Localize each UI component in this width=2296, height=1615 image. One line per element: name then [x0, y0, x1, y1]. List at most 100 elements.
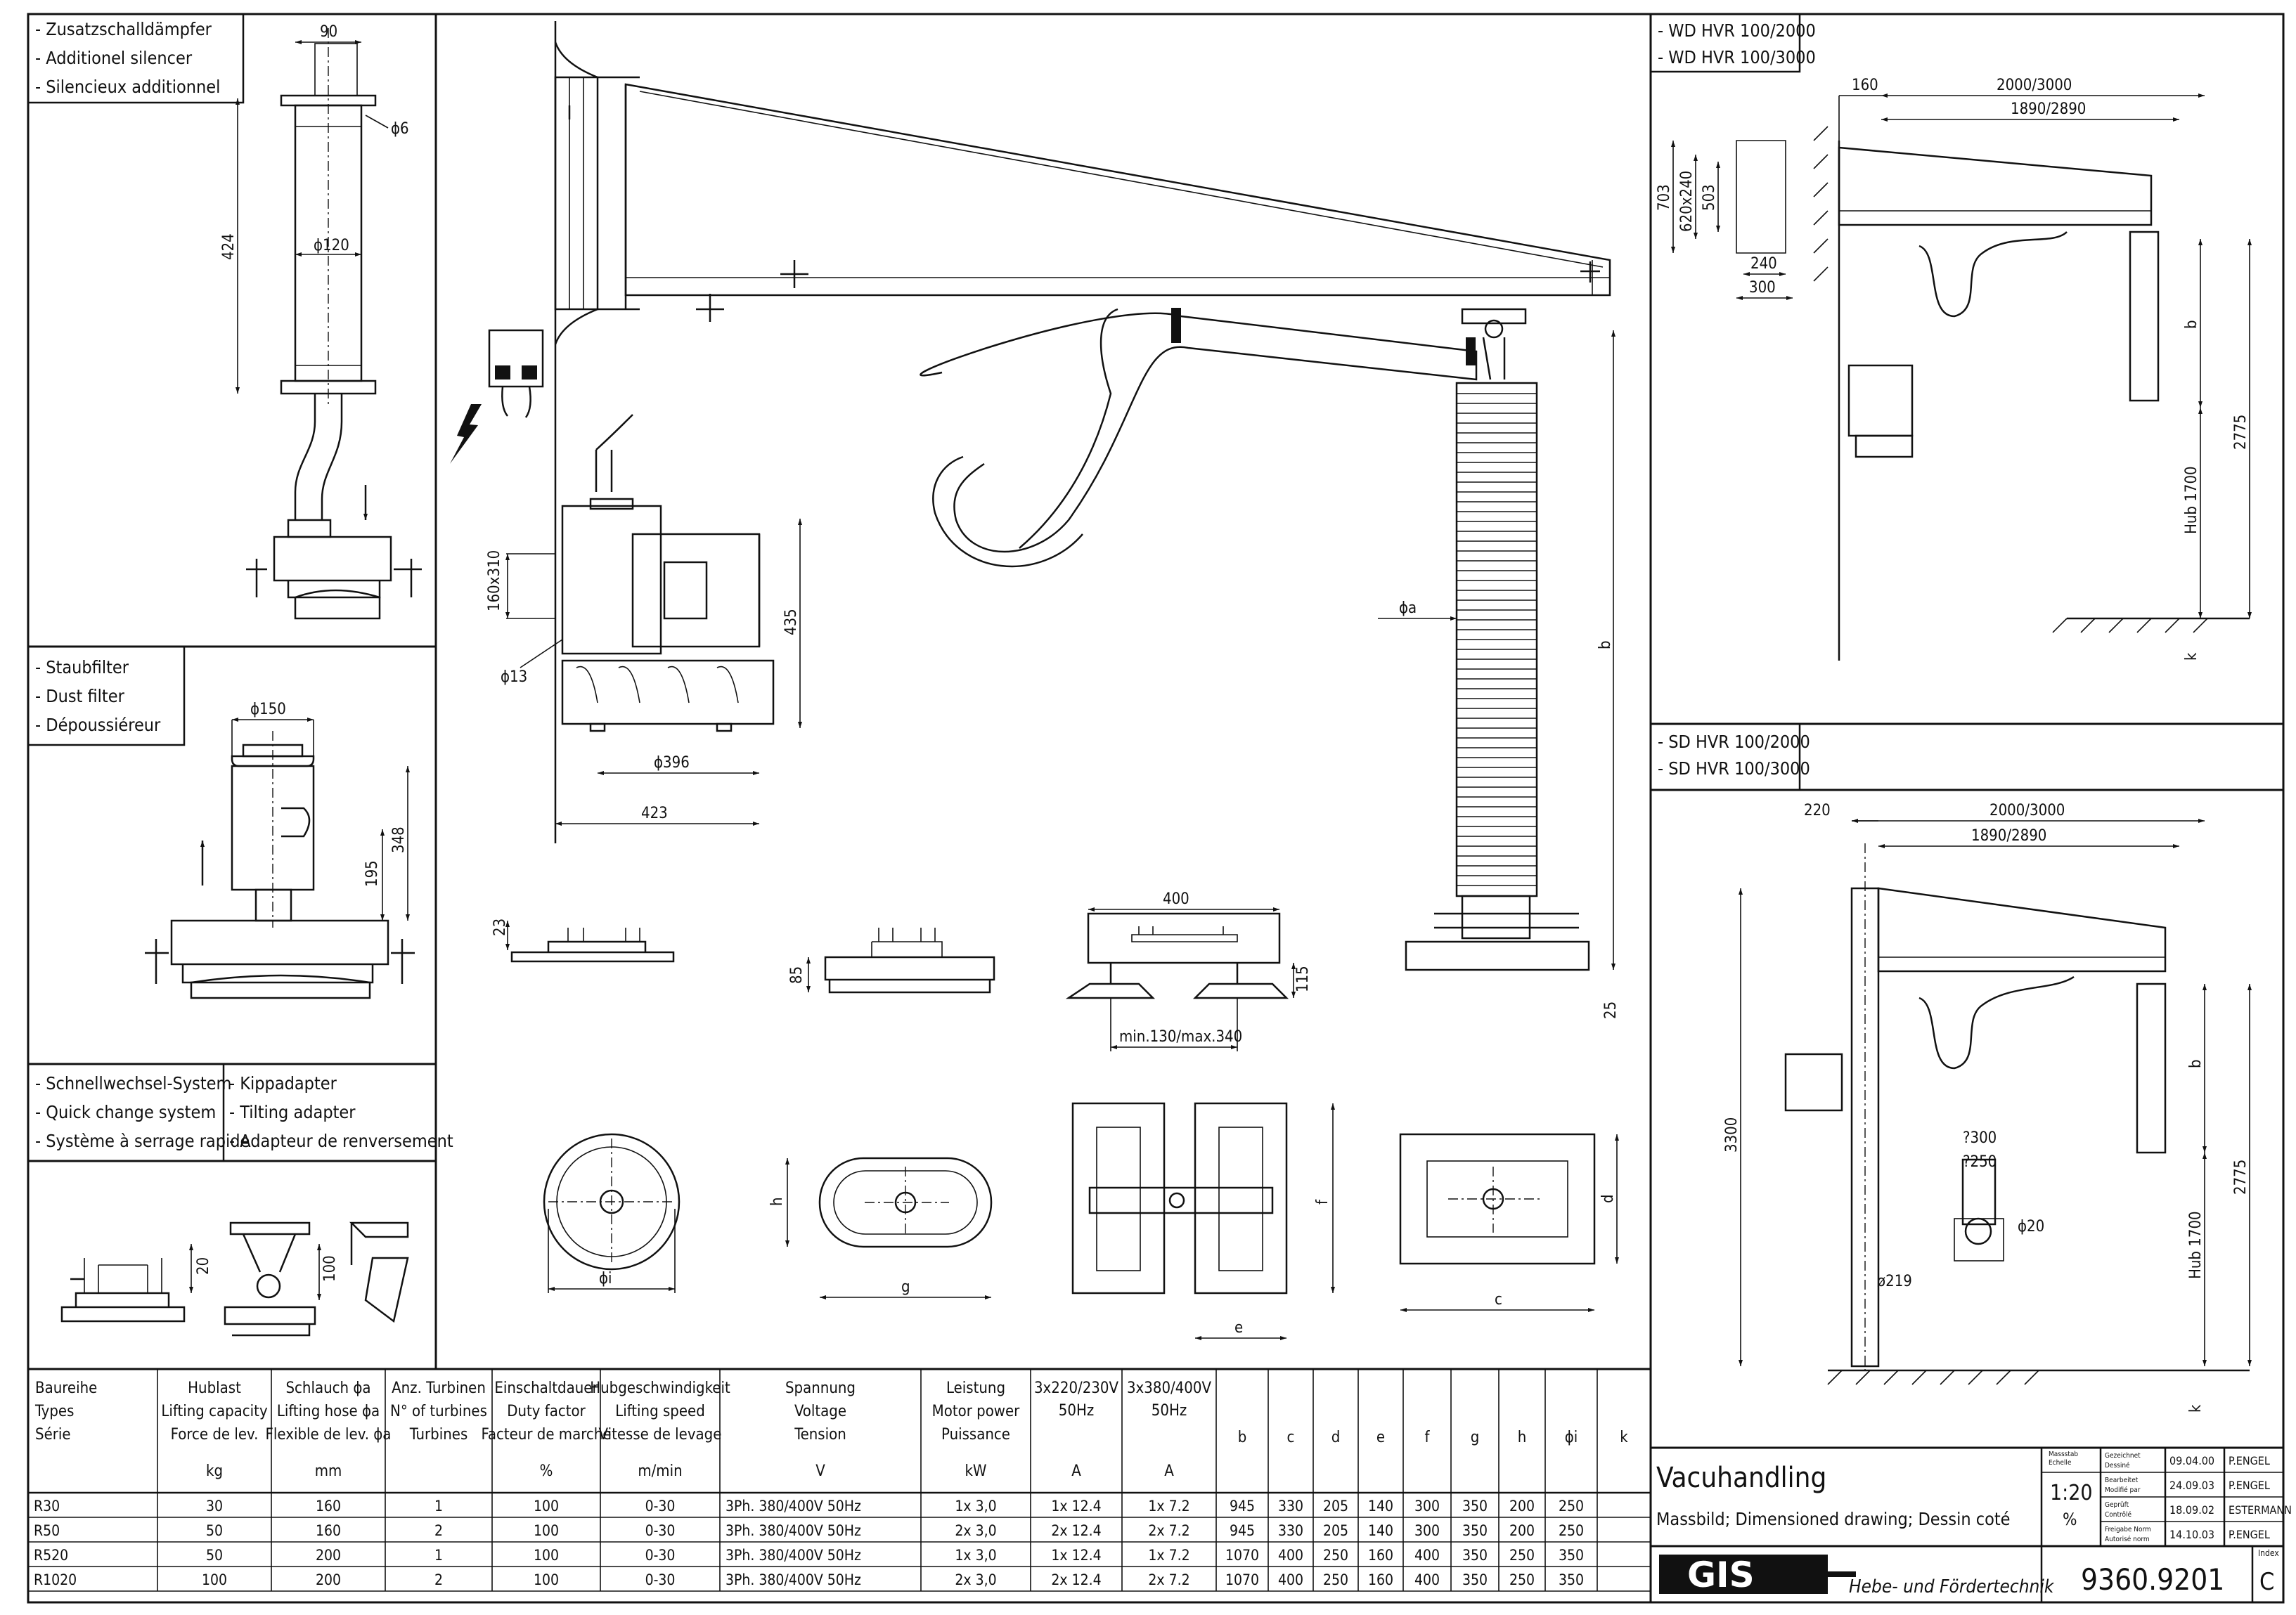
table-cell: 400 [1278, 1547, 1303, 1564]
signoff-date: 24.09.03 [2169, 1479, 2214, 1492]
logo-text: GIS [1687, 1555, 1755, 1595]
table-header-text: N° of turbines [390, 1403, 487, 1420]
signoff-date: 14.10.03 [2169, 1528, 2214, 1541]
title-scale-label-1: Massstab [2049, 1451, 2078, 1458]
table-header-text: Hubgeschwindigkeit [590, 1380, 730, 1397]
table-cell: 1x 3,0 [955, 1547, 996, 1564]
table-cell: 945 [1230, 1522, 1255, 1539]
dim-adapter-85: 85 [788, 966, 806, 984]
dim-quick-20: 20 [195, 1257, 212, 1275]
table-cell: 1x 7.2 [1148, 1498, 1189, 1515]
sd-dim-220: 220 [1804, 802, 1831, 819]
dim-adapter-115: 115 [1294, 966, 1312, 992]
table-cell: 0-30 [645, 1571, 676, 1588]
signoff-role-fr: Autorisé norm [2105, 1535, 2150, 1543]
table-header-text: Spannung [785, 1380, 856, 1397]
title-block: Vacuhandling Massbild; Dimensioned drawi… [1651, 1448, 2292, 1602]
silencer-label-fr: - Silencieux additionnel [35, 77, 220, 97]
filter-label-de: - Staubfilter [35, 657, 129, 677]
dim-silencer-d120: ϕ120 [314, 237, 349, 254]
table-cell: 1x 12.4 [1051, 1498, 1101, 1515]
signoff-name: P.ENGEL [2229, 1479, 2270, 1492]
sd-dim-3300: 3300 [1723, 1117, 1741, 1153]
table-cell: 3Ph. 380/400V 50Hz [725, 1547, 861, 1564]
signoff-role: Gezeichnet [2105, 1452, 2141, 1460]
table-header-text: 3x220/230V [1034, 1380, 1119, 1397]
table-cell: 100 [534, 1547, 559, 1564]
gis-logo-icon [1659, 1555, 1828, 1594]
table-header-text: A [1164, 1462, 1174, 1480]
dim-plan-c: c [1495, 1291, 1502, 1309]
sd-dim-2000: 2000/3000 [1989, 802, 2065, 819]
table-header-text: k [1620, 1429, 1628, 1446]
table-cell: 1x 12.4 [1051, 1547, 1101, 1564]
title-percent: % [2063, 1510, 2077, 1529]
panel-wd-label: - WD HVR 100/2000 - WD HVR 100/3000 [1651, 14, 1816, 73]
power-lightning-icon [450, 404, 482, 464]
tilt-label-fr: - Adapteur de renversement [229, 1131, 453, 1151]
wd-dim-2000: 2000/3000 [1997, 77, 2072, 94]
panel-filter-label: - Staubfilter - Dust filter - Dépoussiér… [28, 647, 186, 746]
table-cell: 3Ph. 380/400V 50Hz [725, 1571, 861, 1588]
table-cell: 2 [434, 1571, 443, 1588]
signoff-role-fr: Modifié par [2105, 1486, 2141, 1494]
adapter-views: 23 85 400 115 min.130/max.340 [491, 890, 1312, 1051]
table-header-text: e [1376, 1429, 1385, 1446]
table-cell: 350 [1462, 1547, 1488, 1564]
table-header-text: Leistung [946, 1380, 1005, 1397]
table-cell: 2x 12.4 [1051, 1571, 1101, 1588]
table-header-text: 50Hz [1059, 1402, 1094, 1420]
table-cell: R50 [34, 1522, 60, 1539]
table-header-text: Lifting hose ϕa [277, 1403, 380, 1420]
table-cell: 945 [1230, 1498, 1255, 1515]
table-cell: 200 [316, 1571, 341, 1588]
table-cell: 250 [1323, 1547, 1348, 1564]
quick-change-drawing: 20 100 [60, 1221, 409, 1337]
quick-label-en: - Quick change system [35, 1102, 216, 1122]
hose-ribs [1457, 393, 1537, 886]
dust-filter-drawing: ϕ150 348 195 [145, 701, 415, 999]
wd-view: 2000/3000 160 1890/2890 703 620x240 503 … [1656, 77, 2252, 661]
main-jib-crane: b 25 ϕa [554, 21, 1620, 1019]
table-header-text: Tension [794, 1426, 846, 1444]
signoff-name: ESTERMANN [2229, 1503, 2292, 1517]
table-header-text: Voltage [794, 1403, 846, 1420]
wd-dim-160: 160 [1852, 77, 1878, 94]
table-cell: 2x 12.4 [1051, 1522, 1101, 1539]
table-cell: 350 [1462, 1522, 1488, 1539]
silencer-label-en: - Additionel silencer [35, 48, 193, 68]
table-header-text: Einschaltdauer [494, 1380, 598, 1397]
table-cell: 400 [1414, 1547, 1440, 1564]
filter-label-fr: - Dépoussiéreur [35, 715, 161, 735]
sd-dim-hub: Hub 1700 [2187, 1211, 2205, 1279]
dim-tilt-100: 100 [321, 1255, 339, 1282]
company-name: Hebe- und Fördertechnik [1849, 1576, 2055, 1597]
table-header-text: Duty factor [507, 1403, 586, 1420]
wd-dim-300: 300 [1749, 279, 1776, 297]
table-cell: 200 [316, 1547, 341, 1564]
table-header-text: Lifting speed [615, 1403, 705, 1420]
signoff-role: Geprüft [2105, 1501, 2129, 1509]
index-label: Index [2258, 1548, 2279, 1558]
wd-dim-k: k [2183, 652, 2200, 661]
table-cell: 2x 7.2 [1148, 1571, 1189, 1588]
table-header-text: A [1071, 1462, 1081, 1480]
tilt-label-en: - Tilting adapter [229, 1102, 356, 1122]
wd-dim-1890: 1890/2890 [2011, 100, 2086, 118]
plan-views: ϕi h g e f c d [543, 1102, 1619, 1340]
control-box [450, 329, 544, 464]
drawing-number: 9360.9201 [2081, 1562, 2224, 1597]
wd-dim-240: 240 [1750, 255, 1777, 273]
table-header-text: Flexible de lev. ϕa [266, 1426, 392, 1444]
dim-motor-423: 423 [641, 805, 668, 822]
dim-adapter-min-max: min.130/max.340 [1119, 1028, 1242, 1046]
table-cell: 2 [434, 1522, 443, 1539]
tilt-label-de: - Kippadapter [229, 1073, 337, 1094]
dim-main-phia: ϕa [1399, 599, 1417, 617]
silencer-label-de: - Zusatzschalldämpfer [35, 19, 212, 39]
table-header-text: Vitesse de levage [599, 1426, 722, 1444]
table-cell: R520 [34, 1547, 68, 1564]
table-cell: 2x 7.2 [1148, 1522, 1189, 1539]
